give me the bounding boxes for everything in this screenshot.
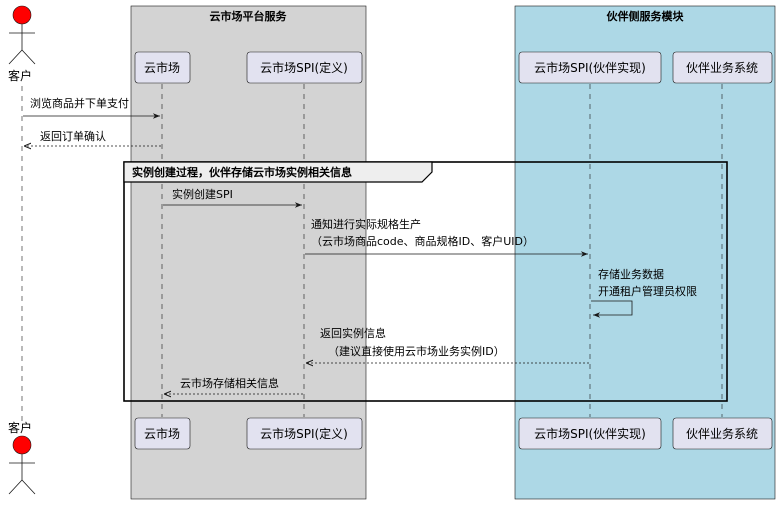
- participant-biz-bottom: 伙伴业务系统: [672, 417, 773, 450]
- message-m7: 云市场存储相关信息: [164, 376, 303, 394]
- actor-head: [12, 5, 32, 25]
- fragment-title: 实例创建过程，伙伴存储云市场实例相关信息: [132, 165, 352, 179]
- participant-spi-impl-label: 云市场SPI(伙伴实现): [534, 60, 646, 75]
- group-partner-service-box: [514, 5, 776, 500]
- participant-spi-def-bottom: 云市场SPI(定义): [246, 417, 363, 450]
- group-partner-service-title: 伙伴侧服务模块: [607, 9, 685, 23]
- participant-market-bottom: 云市场: [134, 417, 191, 450]
- participants-bottom: 客户 云市场 云市场SPI(定义) 云市场SPI(伙伴实现) 伙伴业务系统: [8, 417, 773, 495]
- svg-text:实例创建SPI: 实例创建SPI: [172, 187, 233, 201]
- message-m5-self: 存储业务数据 开通租户管理员权限: [591, 267, 697, 318]
- svg-text:云市场SPI(伙伴实现): 云市场SPI(伙伴实现): [534, 426, 646, 441]
- group-cloud-platform-box: [130, 5, 367, 500]
- svg-text:（建议直接使用云市场业务实例ID）: （建议直接使用云市场业务实例ID）: [328, 344, 505, 358]
- participant-spi-def-label: 云市场SPI(定义): [260, 60, 348, 75]
- actor-customer-label-bottom: 客户: [8, 420, 32, 435]
- svg-text:通知进行实际规格生产: 通知进行实际规格生产: [311, 217, 421, 231]
- svg-text:返回订单确认: 返回订单确认: [40, 130, 106, 143]
- svg-text:开通租户管理员权限: 开通租户管理员权限: [598, 284, 697, 298]
- participant-spi-def-top: 云市场SPI(定义): [246, 51, 363, 84]
- svg-text:浏览商品并下单支付: 浏览商品并下单支付: [30, 96, 129, 110]
- fragment-title-tab: [123, 161, 433, 183]
- message-m6: 返回实例信息 （建议直接使用云市场业务实例ID）: [306, 326, 589, 363]
- svg-text:云市场SPI(定义): 云市场SPI(定义): [260, 426, 348, 441]
- message-m1: 浏览商品并下单支付: [23, 96, 160, 119]
- actor-customer-bottom: 客户: [8, 420, 36, 495]
- message-m2: 返回订单确认: [24, 130, 161, 146]
- svg-text:返回实例信息: 返回实例信息: [320, 326, 386, 340]
- svg-text:云市场存储相关信息: 云市场存储相关信息: [180, 376, 279, 390]
- svg-text:（云市场商品code、商品规格ID、客户UID）: （云市场商品code、商品规格ID、客户UID）: [311, 234, 534, 248]
- participant-market-label: 云市场: [144, 60, 180, 75]
- participant-spi-impl-top: 云市场SPI(伙伴实现): [518, 51, 662, 84]
- svg-text:伙伴业务系统: 伙伴业务系统: [686, 426, 758, 441]
- group-cloud-platform: 云市场平台服务: [130, 5, 367, 500]
- participant-biz-top: 伙伴业务系统: [672, 51, 773, 84]
- participant-biz-label: 伙伴业务系统: [686, 60, 758, 75]
- fragment-instance-creation: 实例创建过程，伙伴存储云市场实例相关信息: [123, 161, 728, 402]
- group-cloud-platform-title: 云市场平台服务: [210, 9, 288, 23]
- participant-market-top: 云市场: [134, 51, 191, 84]
- svg-text:云市场: 云市场: [144, 426, 180, 441]
- svg-text:存储业务数据: 存储业务数据: [598, 267, 664, 281]
- participant-spi-impl-bottom: 云市场SPI(伙伴实现): [518, 417, 662, 450]
- actor-customer-top: 客户: [8, 5, 36, 83]
- actor-head-bottom: [12, 435, 32, 455]
- actor-customer-label: 客户: [8, 68, 32, 83]
- lifelines: [21, 84, 723, 422]
- message-m3: 实例创建SPI: [163, 187, 302, 208]
- participants-top: 客户 云市场 云市场SPI(定义) 云市场SPI(伙伴实现) 伙伴业务系统: [8, 5, 773, 84]
- message-m4: 通知进行实际规格生产 （云市场商品code、商品规格ID、客户UID）: [305, 217, 588, 257]
- group-partner-service: 伙伴侧服务模块: [514, 5, 776, 500]
